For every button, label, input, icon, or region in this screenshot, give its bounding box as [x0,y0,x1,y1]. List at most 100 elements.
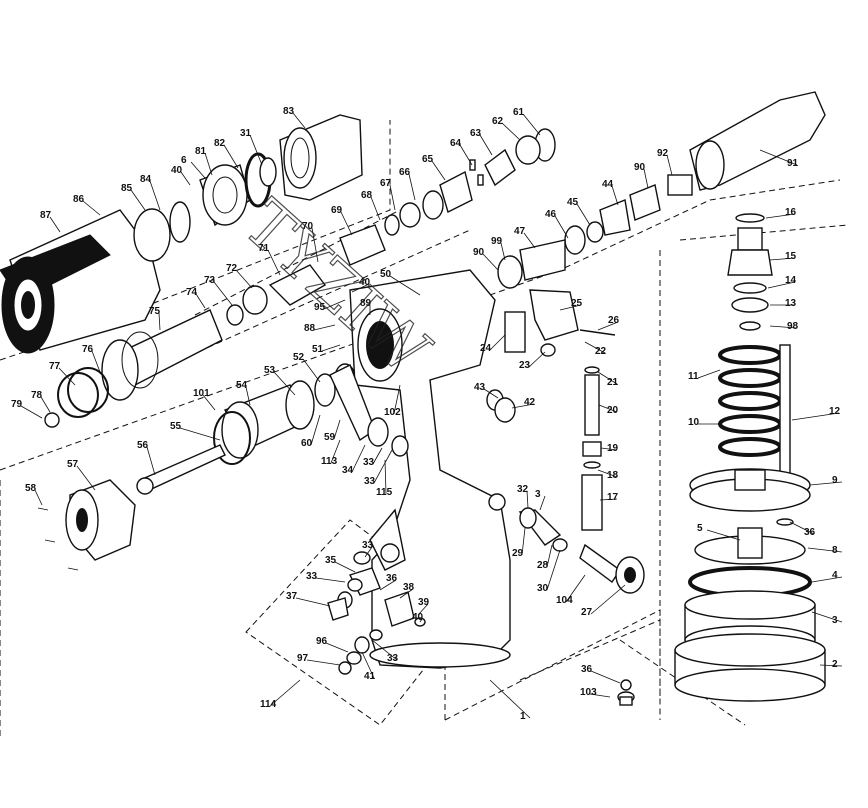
part-label-55: 55 [170,421,182,432]
leader-line-43 [483,388,499,399]
leader-line-52 [302,358,321,383]
part-label-65: 65 [422,154,434,165]
part-label-98: 98 [787,321,799,332]
leader-line-3 [811,611,843,623]
part-label-8: 8 [832,545,838,556]
leader-line-56 [146,446,156,476]
leader-line-63 [479,134,493,156]
leader-line-31 [249,134,263,166]
part-label-18: 18 [607,470,619,481]
leader-line-14 [767,281,796,289]
leader-line-1 [489,679,531,719]
leader-line-90b [482,253,499,271]
part-label-22: 22 [595,346,607,357]
part-label-54: 54 [236,380,248,391]
leader-line-98 [769,325,798,329]
part-label-36c: 36 [804,527,816,538]
part-label-12: 12 [829,406,841,417]
part-label-90b: 90 [473,247,485,258]
leader-line-33 [373,449,393,484]
leader-line-29 [521,527,526,556]
part-label-1: 1 [520,711,526,722]
part-label-24: 24 [480,343,492,354]
part-label-86: 86 [73,194,85,205]
leader-line-32b [539,495,546,511]
part-label-83: 83 [283,106,295,117]
part-labels: 1234568910111213141516171819202122232425… [11,106,841,722]
part-label-40b: 40 [359,277,371,288]
leader-line-115 [384,459,387,495]
leader-line-34 [351,444,366,473]
part-label-4: 4 [832,570,838,581]
leader-line-19 [600,447,618,451]
part-label-21: 21 [607,377,619,388]
part-label-67: 67 [380,178,392,189]
part-label-40: 40 [171,165,183,176]
leader-line-78 [40,396,51,413]
part-label-95: 95 [314,302,326,313]
leader-line-36 [379,579,397,591]
leader-line-58 [34,489,43,506]
part-label-2: 2 [832,659,838,670]
part-label-73: 73 [204,275,216,286]
leader-line-74 [195,293,206,309]
part-label-64: 64 [450,138,462,149]
part-label-19: 19 [607,443,619,454]
part-label-33: 33 [364,476,376,487]
part-label-56: 56 [137,440,149,451]
part-label-31: 31 [240,128,252,139]
part-label-58: 58 [25,483,37,494]
part-label-90: 90 [634,162,646,173]
part-label-13: 13 [785,298,797,309]
leader-line-40b [351,283,370,293]
leader-lines [20,112,843,719]
leader-line-42 [511,403,535,409]
part-label-57: 57 [67,459,79,470]
leader-line-51 [321,344,341,352]
leader-line-61 [522,113,541,136]
top-right-parts [339,91,826,289]
leader-line-88 [313,324,336,331]
cylinder-assembly [0,201,191,354]
part-label-28: 28 [537,560,549,571]
leader-line-57 [76,465,96,491]
part-label-74: 74 [186,287,198,298]
leader-line-53 [273,371,296,396]
part-label-27: 27 [581,607,593,618]
leader-line-25 [559,304,582,311]
leader-line-87 [49,216,61,233]
part-label-88: 88 [304,323,316,334]
part-label-37: 37 [286,591,298,602]
leader-line-23 [528,351,546,368]
leader-line-37 [295,597,331,607]
part-label-101: 101 [193,388,210,399]
leader-line-84 [149,180,161,211]
leader-line-26 [597,321,619,331]
leader-line-72 [235,269,253,289]
part-label-71: 71 [258,243,270,254]
leader-line-64 [459,144,473,166]
top-cylinder-parts [199,114,363,227]
part-label-77: 77 [49,361,61,372]
leader-line-6 [190,161,206,179]
part-label-50: 50 [380,269,392,280]
center-small-parts [486,289,645,706]
part-label-41: 41 [364,671,376,682]
leader-line-36c [789,521,815,535]
leader-line-40 [180,171,191,186]
part-label-51: 51 [312,344,324,355]
part-label-39: 39 [418,597,430,608]
part-label-46: 46 [545,209,557,220]
part-label-42: 42 [524,397,536,408]
part-label-61: 61 [513,107,525,118]
leader-line-44 [611,185,619,206]
part-label-33c: 33 [362,540,374,551]
leader-line-27 [590,584,626,615]
leader-line-73 [213,281,233,306]
part-label-44: 44 [602,179,614,190]
part-label-30: 30 [537,583,549,594]
part-label-97: 97 [297,653,309,664]
part-label-63: 63 [470,128,482,139]
part-label-92: 92 [657,148,669,159]
